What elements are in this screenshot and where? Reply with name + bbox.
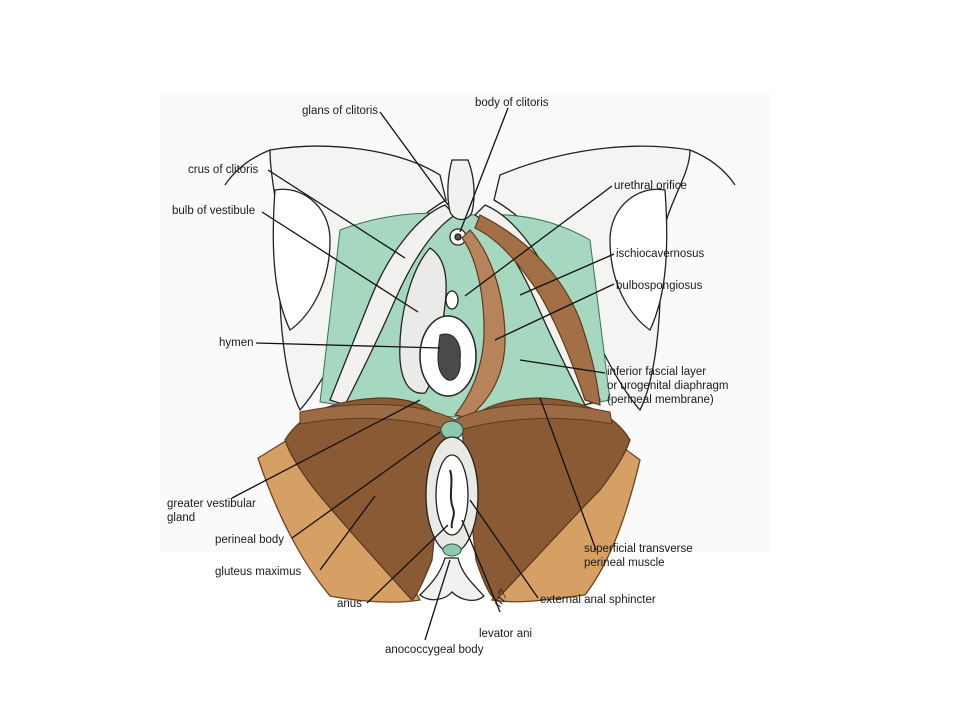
label-greater-vestibular-2: gland [167, 512, 195, 524]
label-levator-ani: levator ani [479, 628, 532, 640]
clitoris [447, 159, 475, 246]
urethral-orifice [445, 290, 459, 310]
label-greater-vestibular-1: greater vestibular [167, 498, 256, 510]
label-inferior-fascial-2: or urogenital diaphragm [607, 380, 728, 392]
anococcygeal-body [419, 557, 485, 602]
label-bulb-of-vestibule: bulb of vestibule [172, 205, 255, 217]
label-external-anal-sphincter: external anal sphincter [540, 594, 656, 606]
label-inferior-fascial-1: inferior fascial layer [607, 366, 706, 378]
label-bulbospongiosus: bulbospongiosus [616, 280, 703, 292]
label-inferior-fascial-3: (perineal membrane) [607, 394, 714, 406]
labels: glans of clitoris body of clitoris crus … [167, 97, 728, 656]
hymen [437, 333, 461, 381]
label-superficial-transverse-1: superficial transverse [584, 543, 693, 555]
superficial-transverse-perineal-muscle [299, 403, 613, 433]
perineal-body [440, 420, 464, 440]
label-anococcygeal-body: anococcygeal body [385, 644, 484, 656]
label-glans-of-clitoris: glans of clitoris [302, 105, 378, 117]
label-body-of-clitoris: body of clitoris [475, 97, 549, 109]
label-crus-of-clitoris: crus of clitoris [188, 164, 259, 176]
label-ischiocavernosus: ischiocavernosus [616, 248, 704, 260]
external-anal-sphincter [425, 436, 479, 554]
label-superficial-transverse-2: perineal muscle [584, 557, 665, 569]
label-hymen: hymen [219, 337, 254, 349]
anal-margin [442, 543, 462, 557]
leader-lines [231, 107, 615, 641]
label-gluteus-maximus: gluteus maximus [215, 566, 302, 578]
label-perineal-body: perineal body [215, 534, 284, 546]
label-anus: anus [337, 598, 362, 610]
label-urethral-orifice: urethral orifice [614, 180, 687, 192]
